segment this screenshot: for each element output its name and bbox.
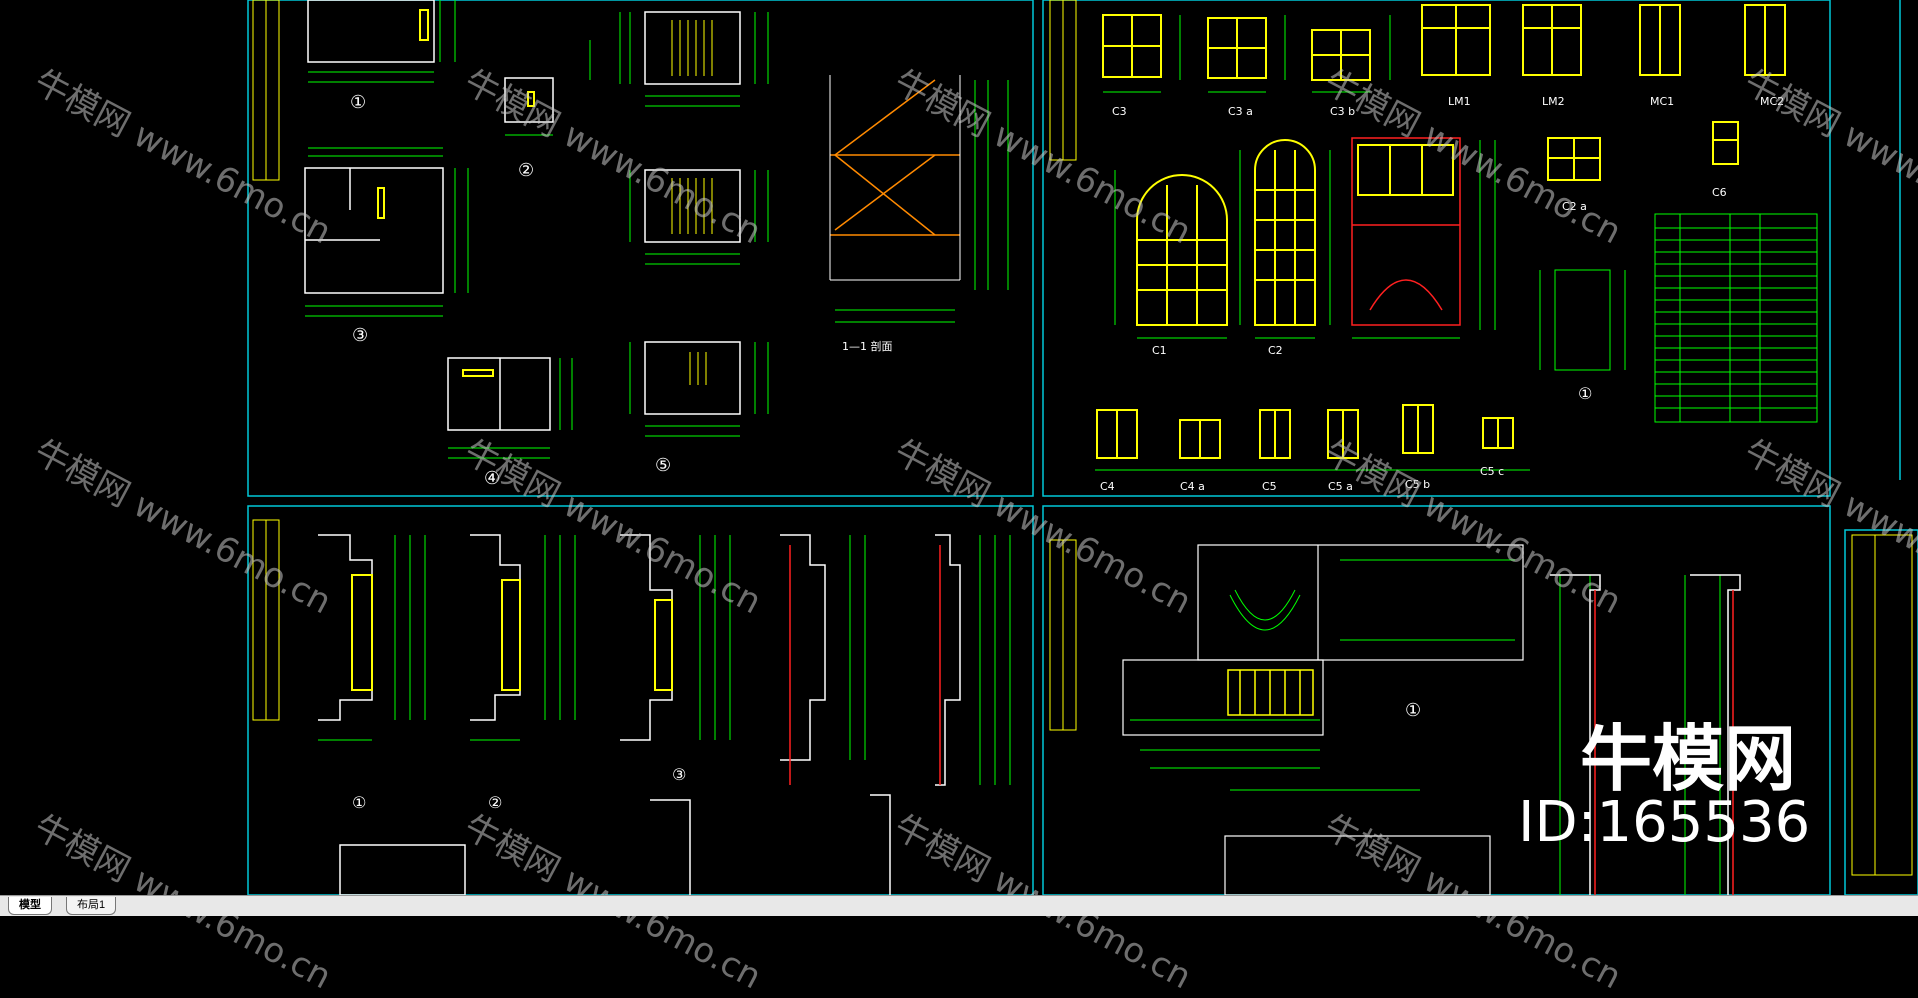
tab-layout1[interactable]: 布局1	[66, 897, 117, 915]
label-c3a: C3 a	[1228, 105, 1253, 118]
label-c6: C6	[1712, 186, 1727, 199]
label-c2a: C2 a	[1562, 200, 1587, 213]
label-detail-3: ③	[352, 325, 369, 346]
label-c5b: C5 b	[1405, 478, 1431, 491]
drawing-sheet	[247, 0, 1918, 895]
watermark-logo: 牛模网	[1580, 717, 1797, 801]
label-detail-1c: ①	[1405, 700, 1422, 721]
label-lm2: LM2	[1542, 95, 1565, 108]
label-detail-1d: ①	[352, 793, 367, 812]
label-mc2: MC2	[1760, 95, 1785, 108]
label-section: 1—1 剖面	[842, 340, 893, 353]
label-detail-4: ④	[484, 468, 501, 489]
label-c5a: C5 a	[1328, 480, 1353, 493]
label-c2: C2	[1268, 344, 1283, 357]
label-c1: C1	[1152, 344, 1167, 357]
label-detail-2b: ②	[488, 793, 503, 812]
watermark-id: ID:165536	[1518, 790, 1811, 855]
layout-tab-bar: 模型 布局1	[0, 895, 1918, 916]
label-c3b: C3 b	[1330, 105, 1356, 118]
label-detail-1b: ①	[1578, 384, 1593, 403]
label-detail-1: ①	[350, 92, 367, 113]
label-c4a: C4 a	[1180, 480, 1205, 493]
label-lm1: LM1	[1448, 95, 1471, 108]
label-mc1: MC1	[1650, 95, 1675, 108]
tab-model[interactable]: 模型	[8, 897, 52, 915]
label-c5: C5	[1262, 480, 1277, 493]
label-detail-5: ⑤	[655, 455, 672, 476]
label-detail-3b: ③	[672, 765, 687, 784]
label-detail-2: ②	[518, 160, 535, 181]
label-c4: C4	[1100, 480, 1115, 493]
label-c5c: C5 c	[1480, 465, 1505, 478]
label-c3: C3	[1112, 105, 1127, 118]
